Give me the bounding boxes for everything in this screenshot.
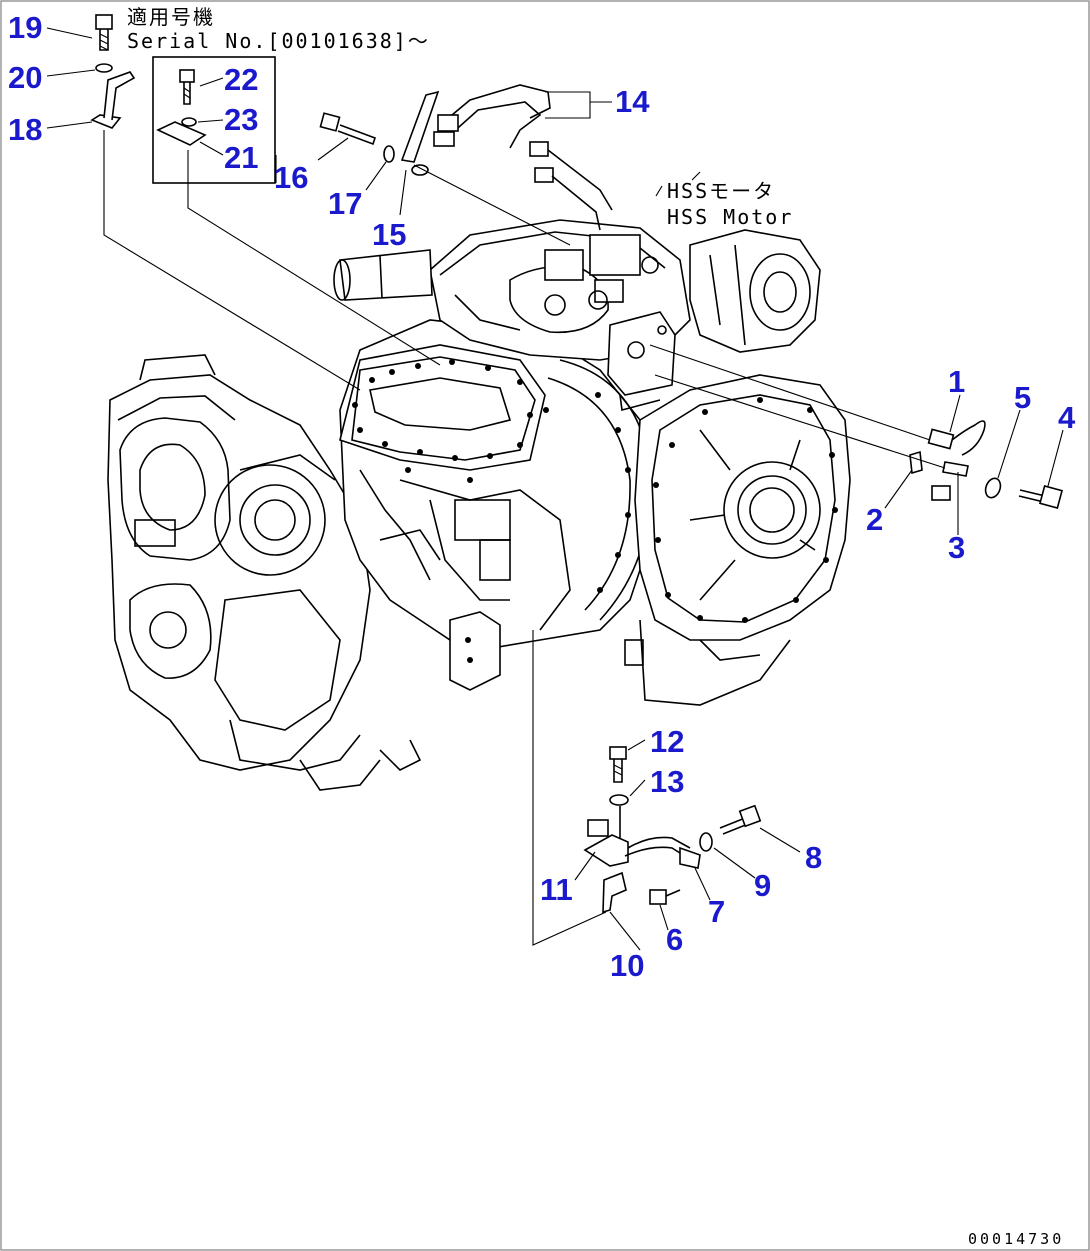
part-9-washer — [699, 832, 713, 852]
part-5-washer — [984, 477, 1002, 499]
callout-1[interactable]: 1 — [948, 364, 965, 399]
part-4-bolt — [1018, 484, 1064, 510]
callout-16[interactable]: 16 — [274, 160, 308, 195]
callout-15[interactable]: 15 — [372, 217, 406, 252]
applicable-serial-label-jp: 適用号機 — [127, 5, 215, 29]
drawing-code: 00014730 — [968, 1230, 1064, 1248]
part-23-washer — [181, 117, 197, 127]
callout-22[interactable]: 22 — [224, 62, 258, 97]
transmission-assembly — [107, 219, 851, 791]
part-18-bracket — [90, 71, 136, 129]
callout-6[interactable]: 6 — [666, 922, 683, 957]
part-7-harness — [624, 836, 701, 869]
callout-12[interactable]: 12 — [650, 724, 684, 759]
part-8-bolt — [719, 804, 762, 835]
callout-5[interactable]: 5 — [1014, 380, 1031, 415]
part-2-clip — [909, 450, 923, 475]
part-12-bolt — [609, 746, 627, 783]
part-16-bolt — [319, 112, 377, 146]
callout-7[interactable]: 7 — [708, 894, 725, 929]
part-22-bolt — [179, 69, 195, 105]
callout-10[interactable]: 10 — [610, 948, 644, 983]
part-19-bolt — [95, 14, 113, 51]
callout-9[interactable]: 9 — [754, 868, 771, 903]
callout-21[interactable]: 21 — [224, 140, 258, 175]
callout-13[interactable]: 13 — [650, 764, 684, 799]
callout-4[interactable]: 4 — [1058, 400, 1076, 435]
callout-8[interactable]: 8 — [805, 840, 822, 875]
callout-14[interactable]: 14 — [615, 84, 650, 119]
part-1-connector — [927, 420, 986, 456]
callout-20[interactable]: 20 — [8, 60, 42, 95]
part-17-washer — [383, 145, 395, 163]
part-20-washer — [95, 63, 113, 73]
callout-11[interactable]: 11 — [540, 872, 573, 907]
callout-2[interactable]: 2 — [866, 502, 883, 537]
callout-3[interactable]: 3 — [948, 530, 965, 565]
part-13-washer — [609, 794, 629, 806]
callout-19[interactable]: 19 — [8, 10, 42, 45]
part-21-plate — [156, 121, 207, 146]
part-14-harness — [433, 84, 613, 231]
callout-18[interactable]: 18 — [8, 112, 42, 147]
part-10-clamp — [602, 871, 627, 914]
callout-23[interactable]: 23 — [224, 102, 258, 137]
callout-17[interactable]: 17 — [328, 186, 362, 221]
part-15-clamp-strip — [400, 90, 440, 176]
hss-motor-label-en: HSS Motor — [667, 205, 793, 229]
serial-number-note: Serial No.[00101638]～ — [127, 29, 430, 53]
serial-parts-box — [152, 56, 276, 184]
part-6-plug — [649, 889, 681, 905]
leader-lines — [46, 27, 1064, 951]
part-11-bracket — [583, 806, 629, 867]
hss-motor-label-jp: HSSモータ — [667, 179, 775, 203]
part-3-sensor — [931, 461, 969, 501]
